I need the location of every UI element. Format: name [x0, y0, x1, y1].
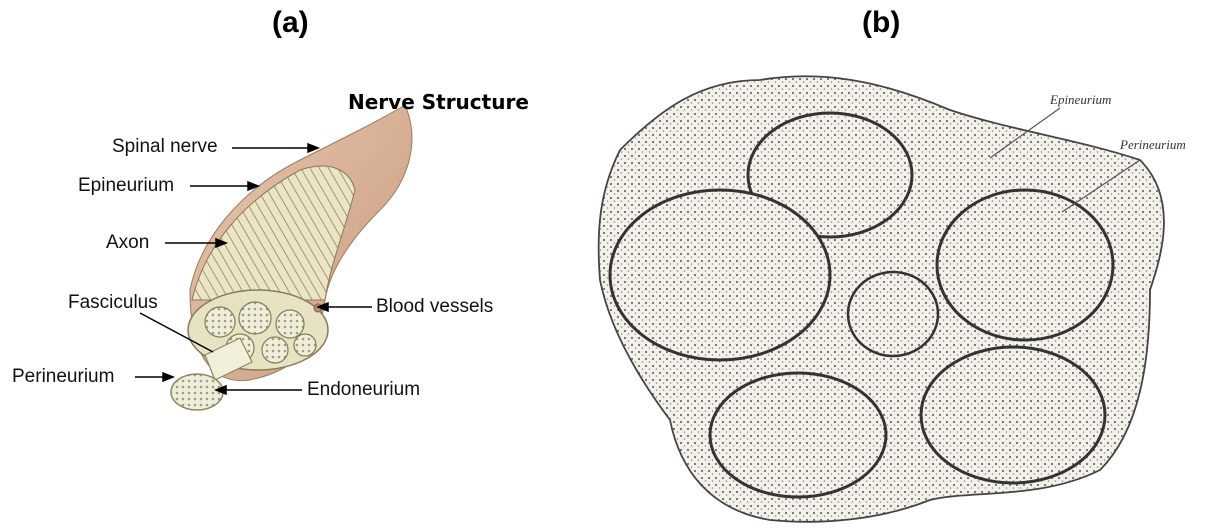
- perineurium-end: [171, 374, 223, 410]
- histology-section: [599, 76, 1164, 522]
- nerve-structure-title: Nerve Structure: [348, 90, 529, 114]
- fascicle-center: [848, 272, 938, 356]
- fascicle-bottom-right: [921, 347, 1105, 483]
- label-fasciculus: Fasciculus: [68, 292, 158, 314]
- fascicle-bottom-left: [710, 373, 886, 497]
- label-spinal-nerve: Spinal nerve: [112, 136, 218, 158]
- label-axon: Axon: [106, 232, 149, 254]
- label-b-epineurium: Epineurium: [1050, 92, 1111, 108]
- label-perineurium: Perineurium: [12, 366, 114, 388]
- fascicle-right: [937, 190, 1113, 340]
- label-blood-vessels: Blood vessels: [376, 296, 493, 318]
- fascicle-left: [610, 190, 830, 360]
- label-endoneurium: Endoneurium: [307, 379, 420, 401]
- label-b-perineurium: Perineurium: [1120, 137, 1186, 153]
- label-epineurium: Epineurium: [78, 175, 174, 197]
